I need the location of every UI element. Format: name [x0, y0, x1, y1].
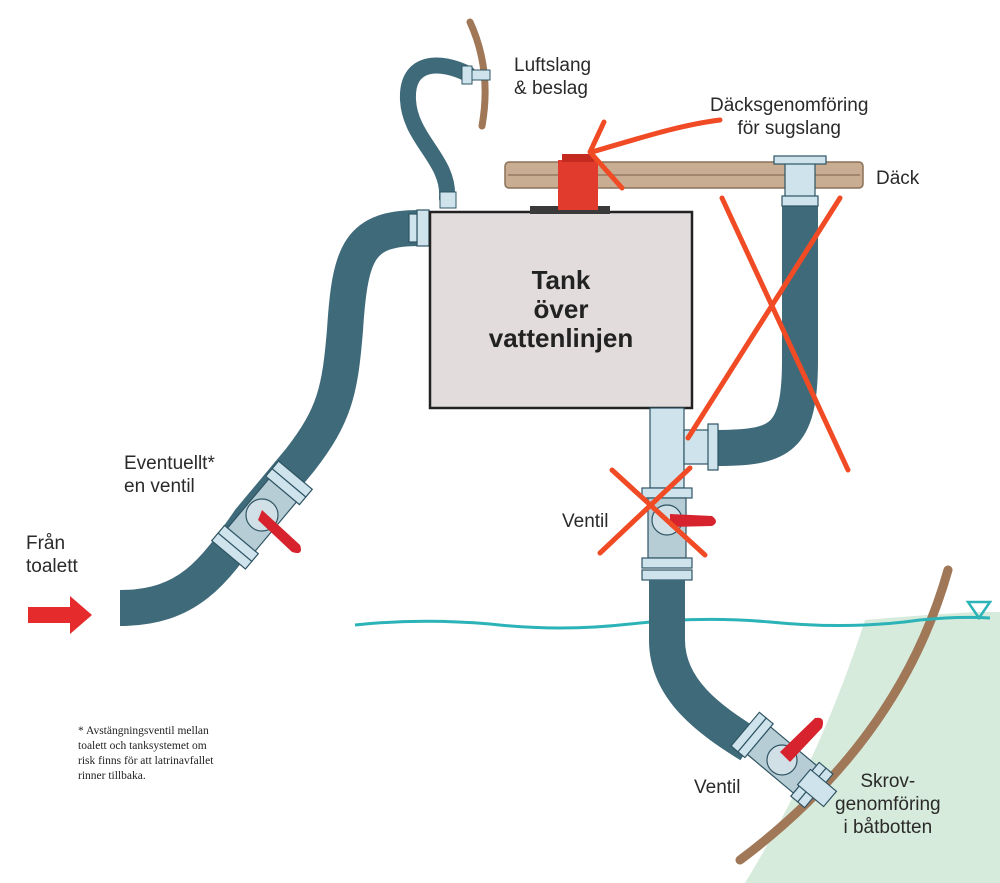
- valve-icon: [258, 510, 301, 554]
- label-eventuellt: Eventuellt* en ventil: [124, 453, 215, 497]
- water-line: [354, 615, 991, 630]
- label-skrov: Skrov- genomföring i båtbotten: [835, 771, 941, 838]
- air-hose: [399, 57, 476, 206]
- arrow-right-icon: [28, 596, 92, 634]
- inlet-hose: [119, 210, 421, 626]
- inlet-valve: [210, 460, 314, 570]
- deck-pumpout-fitting: [784, 161, 816, 201]
- hull-line: [735, 565, 953, 865]
- water-level-icon: [965, 600, 993, 621]
- hull-fitting: [796, 768, 838, 808]
- label-luftslang: Luftslang & beslag: [514, 55, 592, 99]
- label-fran-toalett: Från toalett: [26, 533, 78, 577]
- cross-out-icon-valve: [597, 465, 708, 558]
- label-dacksgenomforing: Däcksgenomföring för sugslang: [710, 95, 869, 139]
- label-tank: Tank över vattenlinjen: [488, 265, 634, 353]
- deck-suction-fitting: [558, 160, 598, 210]
- tank-body: [428, 210, 694, 410]
- label-ventil-mid: Ventil: [562, 511, 609, 532]
- sea-area: [745, 612, 1000, 883]
- outlet-hose: [649, 580, 760, 761]
- label-dack: Däck: [876, 168, 920, 189]
- bottom-valve: [730, 711, 838, 809]
- annotation-arrow: [589, 117, 723, 155]
- footnote: * Avstängningsventil mellan toalett och …: [78, 725, 214, 782]
- label-ventil-bottom: Ventil: [694, 777, 741, 798]
- cross-out-icon: [685, 195, 851, 473]
